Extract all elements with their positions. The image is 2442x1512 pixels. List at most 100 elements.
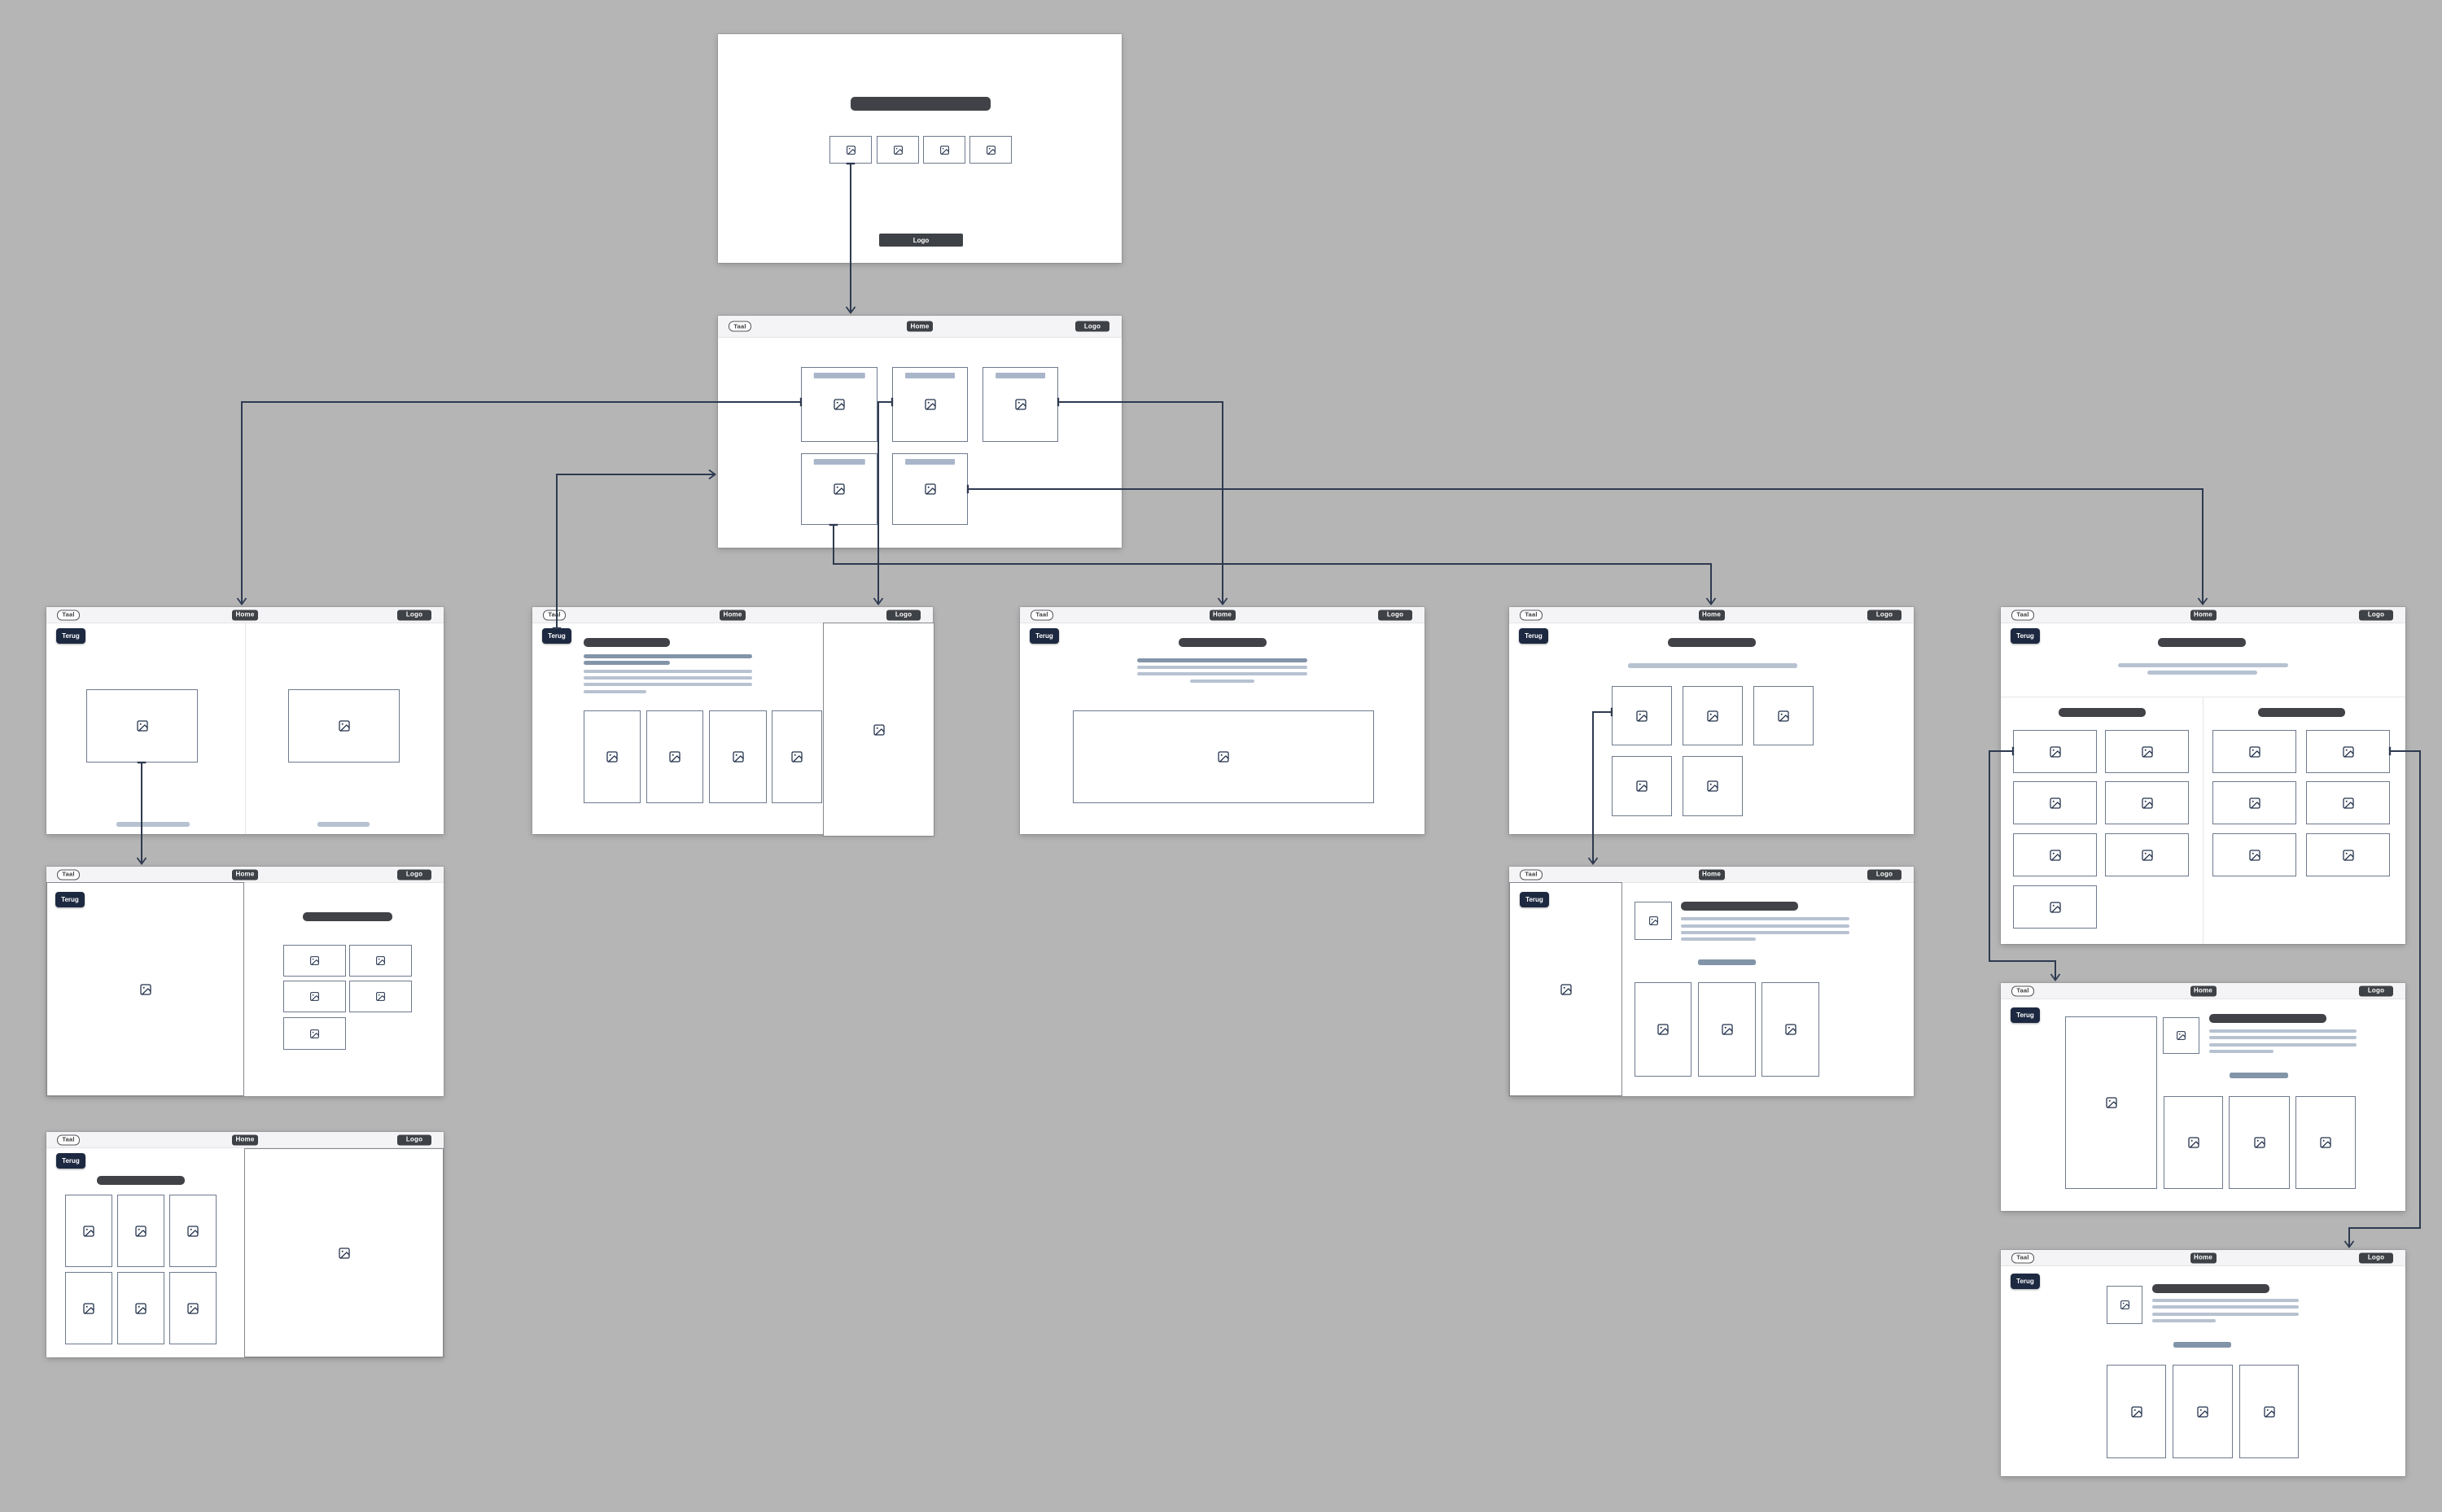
logo-button[interactable]: Logo bbox=[397, 869, 431, 880]
back-button[interactable]: Terug bbox=[542, 628, 571, 644]
language-button[interactable]: Taal bbox=[2011, 1252, 2034, 1263]
back-button[interactable]: Terug bbox=[1030, 628, 1059, 644]
text-line bbox=[2152, 1299, 2299, 1302]
text-line bbox=[1681, 917, 1849, 920]
image-placeholder bbox=[2164, 1096, 2223, 1189]
language-button[interactable]: Taal bbox=[1520, 869, 1543, 880]
image-placeholder bbox=[2306, 833, 2390, 876]
language-button[interactable]: Taal bbox=[57, 610, 80, 620]
image-placeholder bbox=[2065, 1016, 2157, 1189]
image-placeholder bbox=[117, 1195, 164, 1267]
language-button[interactable]: Taal bbox=[1031, 610, 1053, 620]
home-button[interactable]: Home bbox=[1209, 610, 1236, 620]
image-placeholder bbox=[772, 710, 822, 803]
language-button[interactable]: Taal bbox=[543, 610, 566, 620]
back-button[interactable]: Terug bbox=[1519, 628, 1548, 644]
back-button[interactable]: Terug bbox=[2011, 1007, 2040, 1023]
image-placeholder bbox=[2013, 730, 2097, 773]
card-title-bar bbox=[813, 373, 865, 378]
home-button[interactable]: Home bbox=[1698, 869, 1725, 880]
logo-button[interactable]: Logo bbox=[886, 610, 921, 620]
image-placeholder bbox=[709, 710, 767, 803]
back-button[interactable]: Terug bbox=[56, 628, 85, 644]
home-button[interactable]: Home bbox=[232, 869, 258, 880]
back-button[interactable]: Terug bbox=[55, 892, 85, 907]
back-button[interactable]: Terug bbox=[1520, 892, 1549, 907]
home-button[interactable]: Home bbox=[232, 1134, 258, 1145]
text-line bbox=[2173, 1342, 2231, 1348]
image-placeholder bbox=[86, 689, 198, 763]
language-button[interactable]: Taal bbox=[57, 869, 80, 880]
image-placeholder bbox=[829, 136, 872, 164]
image-placeholder bbox=[1698, 982, 1756, 1077]
language-button[interactable]: Taal bbox=[729, 321, 751, 332]
logo-button[interactable]: Logo bbox=[1378, 610, 1412, 620]
image-icon bbox=[1648, 916, 1658, 925]
image-placeholder bbox=[117, 1272, 164, 1344]
page-header: Taal Home Logo bbox=[1509, 867, 1914, 883]
language-button[interactable]: Taal bbox=[2011, 610, 2034, 620]
logo-button[interactable]: Logo bbox=[1867, 610, 1902, 620]
logo-button[interactable]: Logo bbox=[1075, 321, 1109, 332]
image-icon bbox=[2320, 1137, 2331, 1148]
logo-button[interactable]: Logo bbox=[2359, 1252, 2393, 1263]
image-placeholder bbox=[1635, 902, 1672, 940]
image-icon bbox=[310, 956, 319, 965]
image-icon bbox=[873, 723, 885, 736]
image-placeholder bbox=[2239, 1365, 2299, 1458]
logo-button[interactable]: Logo bbox=[879, 234, 963, 247]
image-placeholder bbox=[982, 367, 1058, 442]
logo-button[interactable]: Logo bbox=[397, 610, 431, 620]
image-icon bbox=[2253, 1137, 2265, 1148]
image-placeholder bbox=[349, 981, 412, 1012]
column-divider bbox=[245, 623, 246, 834]
title-bar bbox=[97, 1176, 185, 1185]
image-icon bbox=[791, 751, 803, 763]
logo-button[interactable]: Logo bbox=[1867, 869, 1902, 880]
image-placeholder bbox=[288, 689, 400, 763]
image-placeholder bbox=[283, 981, 346, 1012]
image-icon bbox=[338, 1247, 350, 1259]
image-icon bbox=[606, 751, 618, 763]
back-button[interactable]: Terug bbox=[2011, 628, 2040, 644]
home-button[interactable]: Home bbox=[720, 610, 746, 620]
image-icon bbox=[139, 983, 151, 995]
image-icon bbox=[1707, 710, 1718, 722]
home-button[interactable]: Home bbox=[2190, 985, 2217, 996]
back-button[interactable]: Terug bbox=[2011, 1274, 2040, 1289]
language-button[interactable]: Taal bbox=[2011, 985, 2034, 996]
home-button[interactable]: Home bbox=[2190, 610, 2217, 620]
image-icon bbox=[2141, 849, 2153, 861]
language-button[interactable]: Taal bbox=[1520, 610, 1543, 620]
content-panel bbox=[1509, 882, 1622, 1096]
wireframe-page-intro[interactable]: Logo bbox=[718, 34, 1122, 263]
image-placeholder bbox=[283, 945, 346, 977]
wireframe-page-home[interactable]: Taal Home Logo bbox=[718, 316, 1122, 548]
image-icon bbox=[135, 1225, 147, 1237]
text-line bbox=[2209, 1036, 2357, 1039]
back-button[interactable]: Terug bbox=[56, 1153, 85, 1169]
language-button[interactable]: Taal bbox=[57, 1134, 80, 1145]
home-button[interactable]: Home bbox=[2190, 1252, 2217, 1263]
home-button[interactable]: Home bbox=[907, 321, 933, 332]
logo-button[interactable]: Logo bbox=[2359, 985, 2393, 996]
title-bar bbox=[851, 97, 991, 111]
image-placeholder bbox=[283, 1017, 346, 1050]
image-icon bbox=[2130, 1405, 2142, 1418]
home-button[interactable]: Home bbox=[1698, 610, 1725, 620]
text-line bbox=[2147, 671, 2257, 675]
logo-button[interactable]: Logo bbox=[397, 1134, 431, 1145]
logo-button[interactable]: Logo bbox=[2359, 610, 2393, 620]
home-button[interactable]: Home bbox=[232, 610, 258, 620]
text-line bbox=[584, 683, 752, 686]
